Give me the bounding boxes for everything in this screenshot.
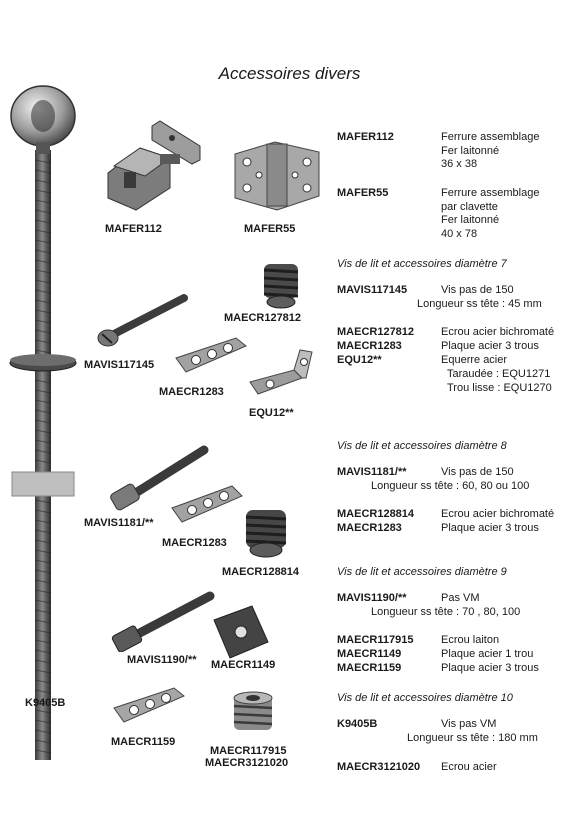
- length-text: Longueur ss tête : 60, 80 ou 100: [371, 480, 530, 492]
- entry-desc: Fer laitonné: [441, 144, 500, 157]
- label-maecr1283-b: MAECR1283: [162, 537, 227, 549]
- entry-desc: Plaque acier 3 trous: [441, 522, 539, 534]
- mavis1181-screw-image: [110, 445, 209, 511]
- mavis117145-screw-image: [97, 294, 188, 347]
- length-text: Longueur ss tête : 180 mm: [407, 732, 538, 744]
- entry-desc: Ecrou acier bichromaté: [441, 326, 555, 338]
- entry-code: MAECR1149: [337, 648, 402, 660]
- entry-desc: Fer laitonné: [441, 214, 500, 226]
- entry-desc: Ecrou laiton: [441, 634, 500, 646]
- section-heading-d10: Vis de lit et accessoires diamètre 10: [337, 692, 513, 704]
- entry-code: MAVIS117145: [337, 284, 408, 296]
- entry-code: MAECR1159: [337, 662, 402, 674]
- section-heading-d7: Vis de lit et accessoires diamètre 7: [337, 258, 507, 270]
- mafer112-image: [107, 120, 201, 211]
- maecr1149-plate-image: [213, 605, 269, 659]
- label-k9405b: K9405B: [25, 697, 66, 709]
- maecr1283-plate-image-a: [175, 337, 247, 373]
- label-equ12: EQU12**: [249, 407, 294, 419]
- equ12-bracket-image: [249, 349, 313, 395]
- maecr1159-plate-image: [113, 687, 185, 723]
- page-title: Accessoires divers: [218, 64, 361, 83]
- entry-desc: 36 x 38: [441, 158, 478, 170]
- label-mavis1181: MAVIS1181/**: [84, 517, 154, 529]
- entry-desc: par clavette: [441, 200, 498, 213]
- label-maecr1159: MAECR1159: [111, 736, 176, 748]
- entry-code: MAVIS1190/**: [337, 592, 407, 604]
- label-maecr1283-a: MAECR1283: [159, 386, 224, 398]
- entry-code: MAECR1283: [337, 522, 402, 534]
- entry-desc: Ecrou acier: [441, 761, 497, 773]
- label-mafer112: MAFER112: [105, 223, 162, 235]
- mafer55-image: [234, 141, 320, 211]
- label-mafer55: MAFER55: [244, 223, 296, 235]
- maecr127812-nut-image: [263, 264, 299, 309]
- entry-desc: Ecrou acier bichromaté: [441, 508, 555, 520]
- label-maecr117915: MAECR117915: [210, 745, 287, 757]
- long-bed-bolt-image: [9, 85, 77, 760]
- entry-code: MAFER112: [337, 131, 394, 143]
- section-heading-d8: Vis de lit et accessoires diamètre 8: [337, 440, 507, 452]
- label-mavis117145: MAVIS117145: [84, 359, 155, 371]
- mavis1190-screw-image: [111, 591, 215, 652]
- entry-code: MAECR3121020: [337, 761, 421, 773]
- entry-desc: Vis pas de 150: [441, 466, 514, 478]
- entry-code: MAECR128814: [337, 508, 415, 520]
- entry-code: MAFER55: [337, 187, 389, 199]
- entry-desc: Equerre acier: [441, 354, 508, 366]
- section-heading-d9: Vis de lit et accessoires diamètre 9: [337, 566, 507, 578]
- entry-code: MAECR127812: [337, 326, 415, 338]
- maecr1283-plate-image-b: [171, 485, 243, 523]
- label-maecr127812: MAECR127812: [224, 312, 302, 324]
- length-text: Longueur ss tête : 70 , 80, 100: [371, 606, 521, 618]
- entry-desc: Vis pas de 150: [441, 284, 514, 296]
- label-maecr128814: MAECR128814: [222, 566, 300, 578]
- entry-code: MAECR1283: [337, 340, 402, 352]
- variant-text: Taraudée : EQU1271: [447, 368, 551, 380]
- entry-desc: Vis pas VM: [441, 718, 497, 730]
- label-maecr3121020: MAECR3121020: [205, 757, 289, 769]
- entry-desc: Pas VM: [441, 592, 480, 604]
- entry-code: MAVIS1181/**: [337, 466, 407, 478]
- entry-desc: 40 x 78: [441, 227, 478, 240]
- label-maecr1149: MAECR1149: [211, 659, 276, 671]
- entry-desc: Plaque acier 3 trous: [441, 662, 539, 674]
- entry-desc: Plaque acier 1 trou: [441, 648, 534, 660]
- entry-desc: Ferrure assemblage: [441, 131, 540, 143]
- entry-desc: Ferrure assemblage: [441, 187, 540, 199]
- entry-code: MAECR117915: [337, 634, 414, 646]
- label-mavis1190: MAVIS1190/**: [127, 654, 197, 666]
- entry-desc: Plaque acier 3 trous: [441, 340, 539, 352]
- maecr128814-nut-image: [245, 510, 287, 558]
- entry-code: EQU12**: [337, 354, 382, 366]
- entry-code: K9405B: [337, 718, 378, 730]
- length-text: Longueur ss tête : 45 mm: [417, 298, 542, 310]
- maecr117915-insert-image: [233, 691, 273, 730]
- variant-text: Trou lisse : EQU1270: [447, 382, 552, 394]
